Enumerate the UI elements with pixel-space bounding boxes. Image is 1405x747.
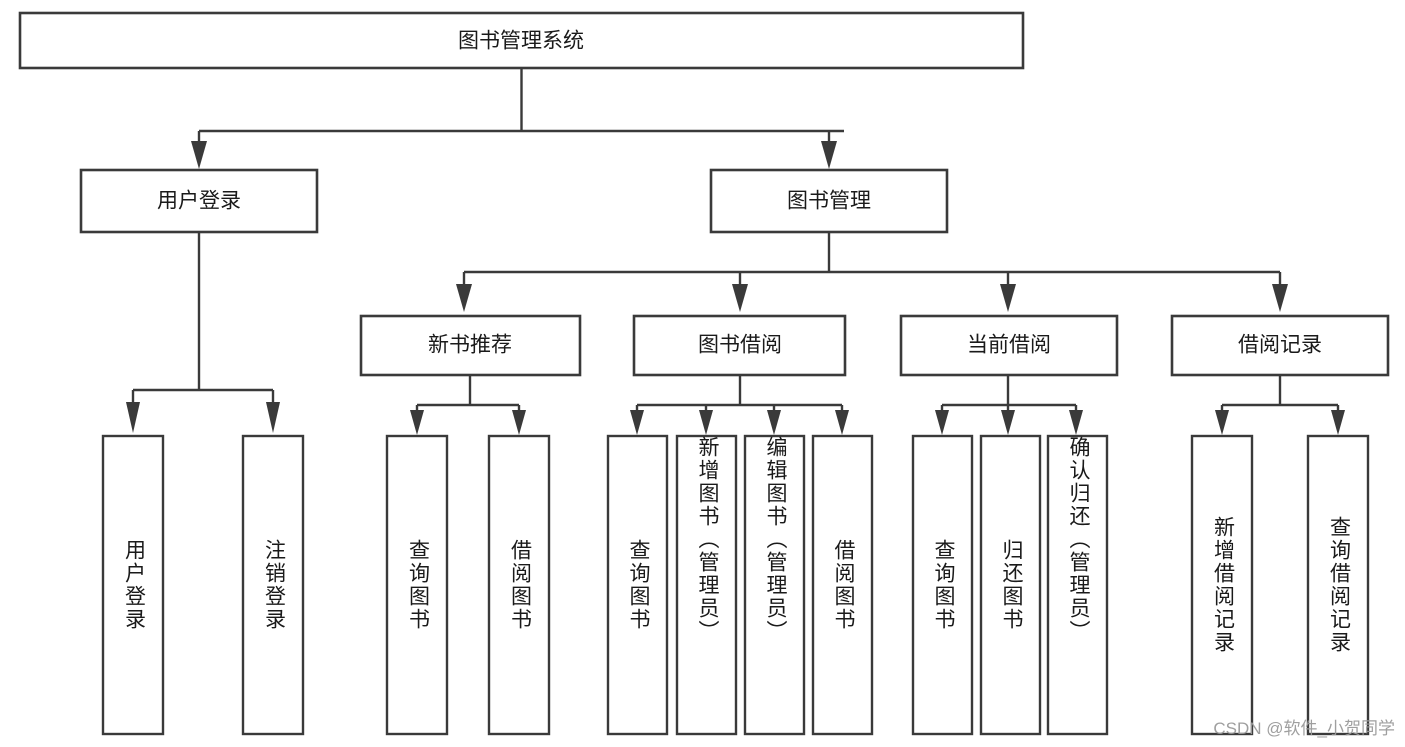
arrow-head-borrowrecord-leaf1 [1215, 410, 1229, 435]
connector-userlogin-to-leaves [126, 232, 280, 433]
arrow-head-borrowrecord [1272, 284, 1288, 312]
leaf-box-bookborrow-query[interactable] [606, 434, 669, 736]
node-new-book-recommend[interactable]: 新书推荐 [359, 314, 582, 377]
node-new-book-recommend-label: 新书推荐 [428, 334, 512, 357]
leaf-box-currentborrow-return[interactable] [979, 434, 1042, 736]
arrow-head-user-login [191, 141, 207, 169]
arrow-head-newbook-leaf2 [512, 410, 526, 435]
arrow-head-book-manage [821, 141, 837, 169]
node-book-borrow-box [632, 314, 847, 377]
leaf-box-borrowrecord-query[interactable] [1306, 434, 1370, 736]
arrow-head-currentborrow-leaf3 [1069, 410, 1083, 435]
leaf-box-bookborrow-borrow[interactable] [811, 434, 874, 736]
arrow-head-newbook-leaf1 [410, 410, 424, 435]
node-current-borrow-label: 当前借阅 [967, 334, 1051, 357]
leaf-box-user-login-login[interactable] [101, 434, 165, 736]
arrow-head-currentborrow [1000, 284, 1016, 312]
node-root-label: 图书管理系统 [458, 30, 584, 53]
node-current-borrow-box [899, 314, 1119, 377]
csdn-watermark: CSDN @软件_小贺同学 [1213, 719, 1395, 738]
leaf-box-bookborrow-edit[interactable] [743, 434, 806, 736]
leaf-box-bookborrow-add[interactable] [675, 434, 738, 736]
arrow-head-bookborrow [732, 284, 748, 312]
node-borrow-record-label: 借阅记录 [1238, 334, 1322, 357]
arrow-head-bookborrow-leaf3 [767, 410, 781, 435]
node-book-management-label: 图书管理 [787, 190, 871, 213]
connector-bookborrow-to-leaves [630, 375, 849, 435]
connector-root-to-level1 [191, 68, 844, 169]
node-book-borrow[interactable]: 图书借阅 [632, 314, 847, 377]
arrow-head-bookborrow-leaf4 [835, 410, 849, 435]
arrow-head-borrowrecord-leaf2 [1331, 410, 1345, 435]
leaf-box-borrowrecord-add[interactable] [1190, 434, 1254, 736]
node-current-borrow[interactable]: 当前借阅 [899, 314, 1119, 377]
node-book-management-box [709, 168, 949, 234]
node-borrow-record-box [1170, 314, 1390, 377]
leaf-box-newbook-borrow[interactable] [487, 434, 551, 736]
arrow-head-userlogin-leaf1 [126, 402, 140, 433]
node-new-book-recommend-box [359, 314, 582, 377]
leaf-box-currentborrow-confirm[interactable] [1046, 434, 1109, 736]
node-borrow-record[interactable]: 借阅记录 [1170, 314, 1390, 377]
node-root-box [18, 11, 1025, 70]
connector-currentborrow-to-leaves [935, 375, 1083, 435]
connector-newbook-to-leaves [410, 375, 526, 435]
leaf-box-user-login-logout[interactable] [241, 434, 305, 736]
node-book-borrow-label: 图书借阅 [698, 334, 782, 357]
arrow-head-currentborrow-leaf2 [1001, 410, 1015, 435]
arrow-head-bookborrow-leaf1 [630, 410, 644, 435]
node-root-system[interactable]: 图书管理系统 [18, 11, 1025, 70]
leaf-box-currentborrow-query[interactable] [911, 434, 974, 736]
node-user-login-label: 用户登录 [157, 190, 241, 213]
connector-bookmanage-to-level2 [456, 232, 1288, 312]
arrow-head-newbook [456, 284, 472, 312]
leaf-box-newbook-query[interactable] [385, 434, 449, 736]
connector-borrowrecord-to-leaves [1215, 375, 1345, 435]
node-user-login-box [79, 168, 319, 234]
arrow-head-bookborrow-leaf2 [699, 410, 713, 435]
arrow-head-currentborrow-leaf1 [935, 410, 949, 435]
node-book-management[interactable]: 图书管理 [709, 168, 949, 234]
node-user-login[interactable]: 用户登录 [79, 168, 319, 234]
arrow-head-userlogin-leaf2 [266, 402, 280, 433]
